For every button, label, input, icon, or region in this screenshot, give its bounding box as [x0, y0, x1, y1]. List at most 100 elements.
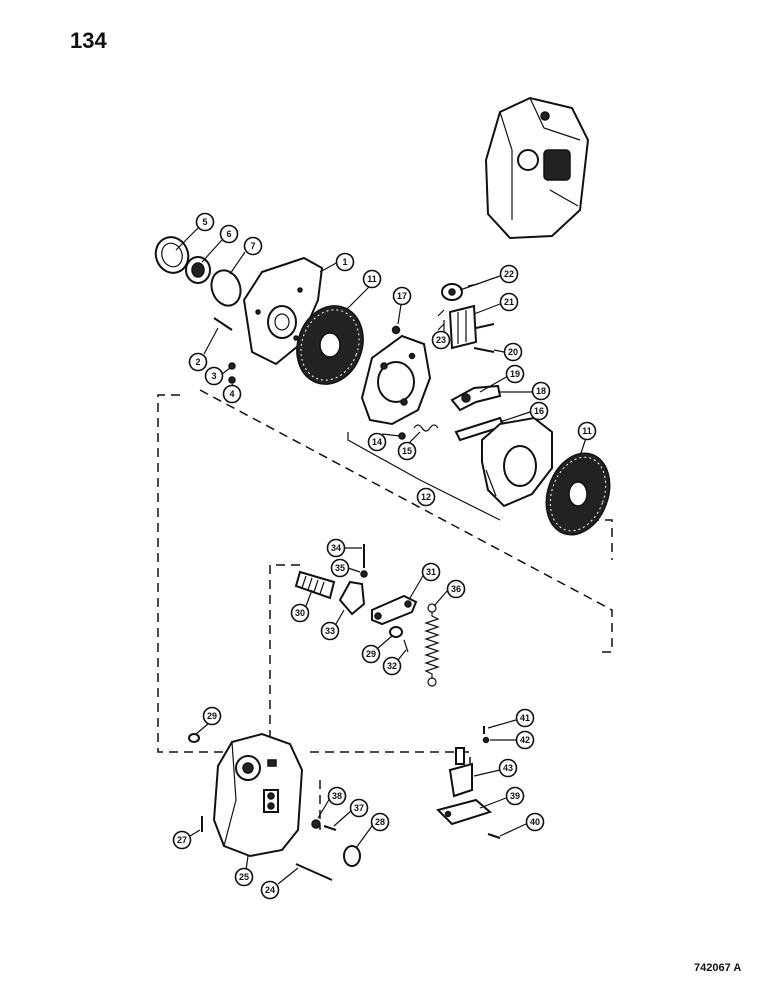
o-ring: [188, 733, 200, 743]
leader-line: [195, 723, 209, 735]
leader-line: [201, 239, 223, 263]
leader-line: [229, 251, 246, 275]
svg-text:11: 11: [582, 426, 592, 436]
svg-text:15: 15: [402, 446, 412, 456]
shaft: [294, 570, 336, 600]
callout-27: 27: [172, 830, 192, 850]
svg-text:19: 19: [510, 369, 520, 379]
svg-text:36: 36: [451, 584, 461, 594]
callout-3: 3: [204, 366, 224, 386]
solenoid: [448, 762, 473, 798]
leader-line: [499, 411, 531, 423]
clevis-bracket: [448, 304, 478, 350]
leader-line: [409, 573, 425, 599]
callout-11b: 11: [577, 421, 597, 441]
callout-11: 11: [362, 269, 382, 289]
callout-29: 29: [361, 644, 381, 664]
callout-34: 34: [326, 538, 346, 558]
lever-arm: [450, 384, 502, 412]
ball: [391, 325, 401, 335]
leader-line: [433, 589, 449, 607]
callout-29b: 29: [202, 706, 222, 726]
spring: [413, 424, 439, 432]
callout-4: 4: [222, 384, 242, 404]
svg-text:33: 33: [325, 626, 335, 636]
svg-text:23: 23: [436, 335, 446, 345]
svg-text:20: 20: [508, 347, 518, 357]
leader-line: [317, 797, 331, 819]
leader-line: [407, 431, 421, 445]
svg-text:37: 37: [354, 803, 364, 813]
leader-line: [487, 719, 517, 729]
callout-20: 20: [503, 342, 523, 362]
leader-line: [479, 375, 509, 393]
svg-text:32: 32: [387, 661, 397, 671]
washer: [389, 626, 403, 638]
svg-text:27: 27: [177, 835, 187, 845]
svg-text:25: 25: [239, 872, 249, 882]
svg-text:24: 24: [265, 885, 275, 895]
leader-line: [175, 227, 199, 251]
leader-line: [493, 349, 505, 353]
callout-22: 22: [499, 264, 519, 284]
group-bracket: [347, 432, 501, 521]
callout-17: 17: [392, 286, 412, 306]
friction-disc: [545, 452, 611, 536]
callout-6: 6: [219, 224, 239, 244]
page-number: 134: [70, 28, 107, 53]
callout-30: 30: [290, 603, 310, 623]
callout-7: 7: [243, 236, 263, 256]
callout-40: 40: [525, 812, 545, 832]
callout-24: 24: [260, 880, 280, 900]
leader-line: [381, 433, 401, 437]
svg-text:29: 29: [366, 649, 376, 659]
leader-line: [579, 437, 587, 457]
callout-32: 32: [382, 656, 402, 676]
callout-33: 33: [320, 621, 340, 641]
svg-text:41: 41: [520, 713, 530, 723]
leader-line: [397, 649, 407, 661]
callout-19: 19: [505, 364, 525, 384]
callout-18: 18: [531, 381, 551, 401]
bolt: [475, 323, 495, 329]
callout-21: 21: [499, 292, 519, 312]
dashed-assembly-outline: [310, 751, 471, 770]
leader-line: [479, 797, 507, 809]
leader-line: [347, 567, 361, 573]
leader-line: [203, 327, 219, 355]
cover-plate: [436, 798, 493, 826]
callout-14: 14: [367, 432, 387, 452]
leader-line: [473, 303, 501, 315]
svg-text:29: 29: [207, 711, 217, 721]
washer: [228, 362, 236, 370]
callout-28: 28: [370, 812, 390, 832]
dashed-assembly-outline: [269, 564, 300, 740]
cotter-pin: [403, 639, 409, 653]
cam: [338, 580, 366, 616]
svg-text:42: 42: [520, 735, 530, 745]
nut: [360, 570, 368, 578]
dashed-assembly-outline: [157, 394, 232, 753]
plug: [311, 819, 321, 829]
screw: [487, 833, 501, 839]
svg-text:35: 35: [335, 563, 345, 573]
bolt: [295, 863, 333, 881]
svg-text:5: 5: [202, 217, 207, 227]
callout-15: 15: [397, 441, 417, 461]
svg-text:39: 39: [510, 791, 520, 801]
svg-text:17: 17: [397, 291, 407, 301]
svg-text:22: 22: [504, 269, 514, 279]
svg-text:1: 1: [342, 257, 347, 267]
bolt: [473, 347, 495, 353]
callout-36: 36: [446, 579, 466, 599]
callout-12: 12: [416, 487, 436, 507]
callout-2: 2: [188, 352, 208, 372]
leader-line: [245, 855, 249, 871]
svg-text:34: 34: [331, 543, 341, 553]
leader-line: [335, 609, 345, 625]
leader-line: [221, 367, 231, 375]
svg-text:14: 14: [372, 437, 382, 447]
callout-35: 35: [330, 558, 350, 578]
svg-text:28: 28: [375, 817, 385, 827]
callout-16: 16: [529, 401, 549, 421]
